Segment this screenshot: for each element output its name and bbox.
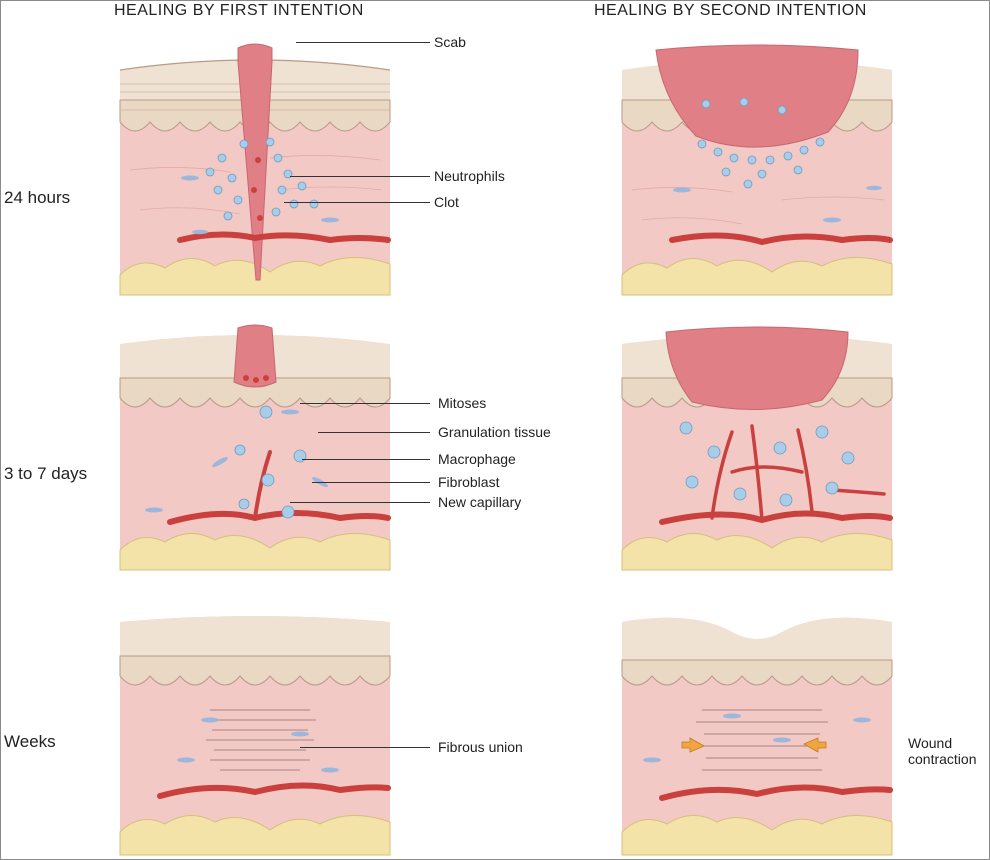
label-fibroblast: Fibroblast [438, 474, 500, 490]
label-contraction: contraction [908, 751, 977, 767]
panel-first-weeks [119, 616, 391, 856]
panel-second-24h [621, 44, 893, 296]
leader-clot [284, 202, 430, 203]
leader-macrophage [302, 459, 430, 460]
label-scab: Scab [434, 34, 466, 50]
title-second-intention: HEALING BY SECOND INTENTION [594, 2, 867, 19]
leader-granulation [318, 432, 430, 433]
panel-second-weeks [621, 617, 893, 856]
panel-first-3-7-days [119, 324, 391, 571]
leader-scab [296, 42, 430, 43]
row-label-24-hours: 24 hours [4, 188, 71, 207]
leader-mitoses [300, 403, 430, 404]
leader-fibrous [300, 747, 430, 748]
panel-first-24h [119, 43, 391, 296]
label-granulation-tissue: Granulation tissue [438, 424, 551, 440]
leader-capillary [290, 502, 430, 503]
label-fibrous-union: Fibrous union [438, 739, 523, 755]
label-new-capillary: New capillary [438, 494, 522, 510]
panel-second-3-7-days [621, 326, 893, 571]
leader-fibroblast [312, 482, 430, 483]
row-label-weeks: Weeks [4, 732, 56, 751]
row-label-3-to-7-days: 3 to 7 days [4, 464, 88, 483]
leader-neutrophils [290, 176, 430, 177]
label-neutrophils: Neutrophils [434, 168, 505, 184]
label-macrophage: Macrophage [438, 451, 516, 467]
label-wound: Wound [908, 735, 953, 751]
label-clot: Clot [434, 194, 459, 210]
label-mitoses: Mitoses [438, 395, 487, 411]
title-first-intention: HEALING BY FIRST INTENTION [114, 2, 364, 19]
